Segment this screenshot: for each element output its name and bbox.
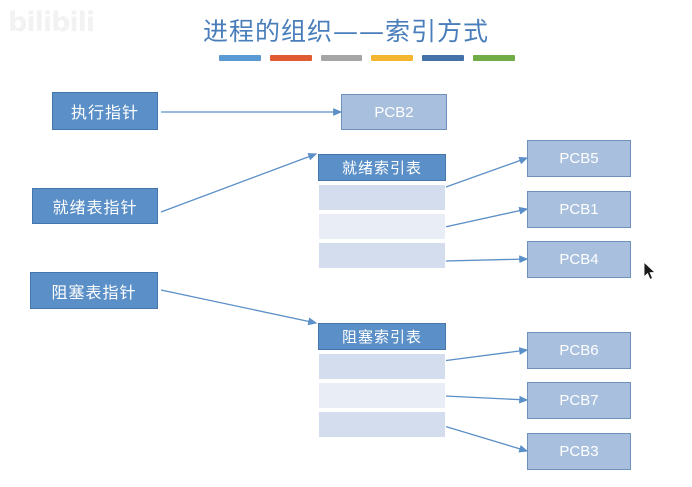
- pcb-box-ready-1[interactable]: PCB5: [527, 140, 631, 177]
- blocked-index-table-row-1[interactable]: [318, 354, 446, 379]
- connector-blocked-to-blocktable: [160, 289, 318, 326]
- blocked-index-table-gap-1: [318, 350, 446, 354]
- pointer-box-blocked[interactable]: 阻塞表指针: [30, 272, 158, 309]
- blocked-index-table-row-2[interactable]: [318, 383, 446, 408]
- rule-segment-5: [422, 55, 465, 61]
- ready-index-table-gap-2: [318, 210, 446, 214]
- rule-segment-3: [320, 55, 363, 61]
- pcb-box-running-label: PCB2: [374, 103, 414, 121]
- pcb-box-ready-3-label: PCB4: [559, 251, 599, 268]
- ready-index-table-header: 就绪索引表: [318, 154, 446, 181]
- ready-index-table-gap-3: [318, 239, 446, 243]
- bilibili-watermark: bilibili: [8, 7, 95, 38]
- ready-index-table-gap-1: [318, 181, 446, 185]
- pcb-box-blocked-2[interactable]: PCB7: [527, 382, 631, 419]
- pcb-box-ready-3[interactable]: PCB4: [527, 241, 631, 278]
- blocked-index-table-gap-2: [318, 379, 446, 383]
- blocked-index-table: 阻塞索引表: [318, 323, 446, 437]
- pcb-box-ready-2[interactable]: PCB1: [527, 191, 631, 228]
- pcb-box-blocked-1-label: PCB6: [559, 342, 599, 359]
- pointer-box-blocked-label: 阻塞表指针: [51, 282, 137, 302]
- rule-segment-6: [473, 55, 515, 61]
- rule-segment-2: [269, 55, 312, 61]
- pointer-box-running[interactable]: 执行指针: [52, 92, 158, 130]
- connector-ready-to-readytable: [160, 153, 318, 213]
- blocked-index-table-gap-3: [318, 408, 446, 412]
- ready-index-table-row-3[interactable]: [318, 243, 446, 268]
- pcb-box-blocked-2-label: PCB7: [559, 392, 599, 409]
- blocked-index-table-row-3[interactable]: [318, 412, 446, 437]
- mouse-cursor-icon: [643, 261, 657, 280]
- pointer-box-ready-label: 就绪表指针: [52, 198, 138, 217]
- pcb-box-ready-1-label: PCB5: [559, 150, 599, 167]
- pointer-box-running-label: 执行指针: [70, 103, 139, 122]
- ready-index-table-row-2[interactable]: [318, 214, 446, 239]
- pcb-box-ready-2-label: PCB1: [559, 201, 599, 218]
- page-title: 进程的组织——索引方式: [202, 17, 489, 46]
- pcb-box-blocked-3[interactable]: PCB3: [527, 433, 631, 470]
- pcb-box-blocked-1[interactable]: PCB6: [527, 332, 631, 369]
- ready-index-table-row-1[interactable]: [318, 185, 446, 210]
- rule-segment-1: [219, 55, 261, 61]
- blocked-index-table-header: 阻塞索引表: [318, 323, 446, 350]
- ready-index-table: 就绪索引表: [318, 154, 446, 268]
- pointer-box-ready[interactable]: 就绪表指针: [32, 188, 158, 224]
- title-underline-rule: [219, 55, 515, 63]
- pcb-box-blocked-3-label: PCB3: [559, 443, 599, 460]
- rule-segment-4: [371, 55, 414, 61]
- pcb-box-running[interactable]: PCB2: [341, 94, 447, 130]
